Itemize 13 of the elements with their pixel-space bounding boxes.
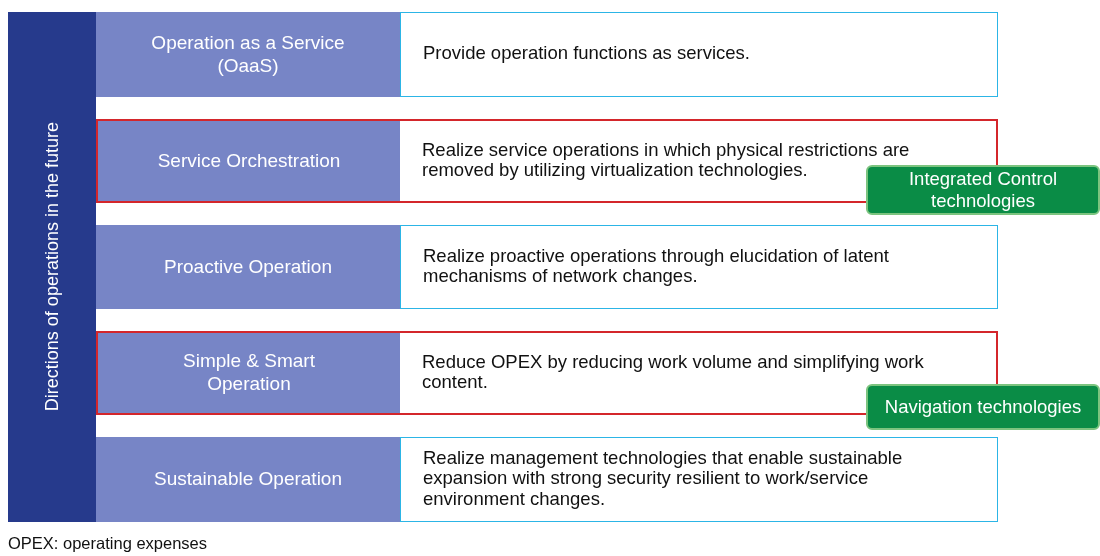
description-panel: Provide operation functions as services. [400,12,998,97]
side-band [8,12,96,522]
technology-tag: Navigation technologies [866,384,1100,430]
row-heading: Sustainable Operation [96,437,400,522]
vertical-heading: Directions of operations in the future [41,122,63,412]
row-heading: Simple & Smart Operation [96,331,400,415]
footnote: OPEX: operating expenses [8,534,208,553]
description-panel: Realize proactive operations through elucidation of latent mechanisms of network changes. [400,225,998,309]
row-heading: Operation as a Service (OaaS) [96,12,400,97]
technology-tag: Integrated Control technologies [866,165,1100,215]
description-panel: Realize management technologies that enable sustainable expansion with strong security resilient to work/service environment changes. [400,437,998,522]
row-heading: Service Orchestration [96,119,400,203]
row-heading: Proactive Operation [96,225,400,309]
